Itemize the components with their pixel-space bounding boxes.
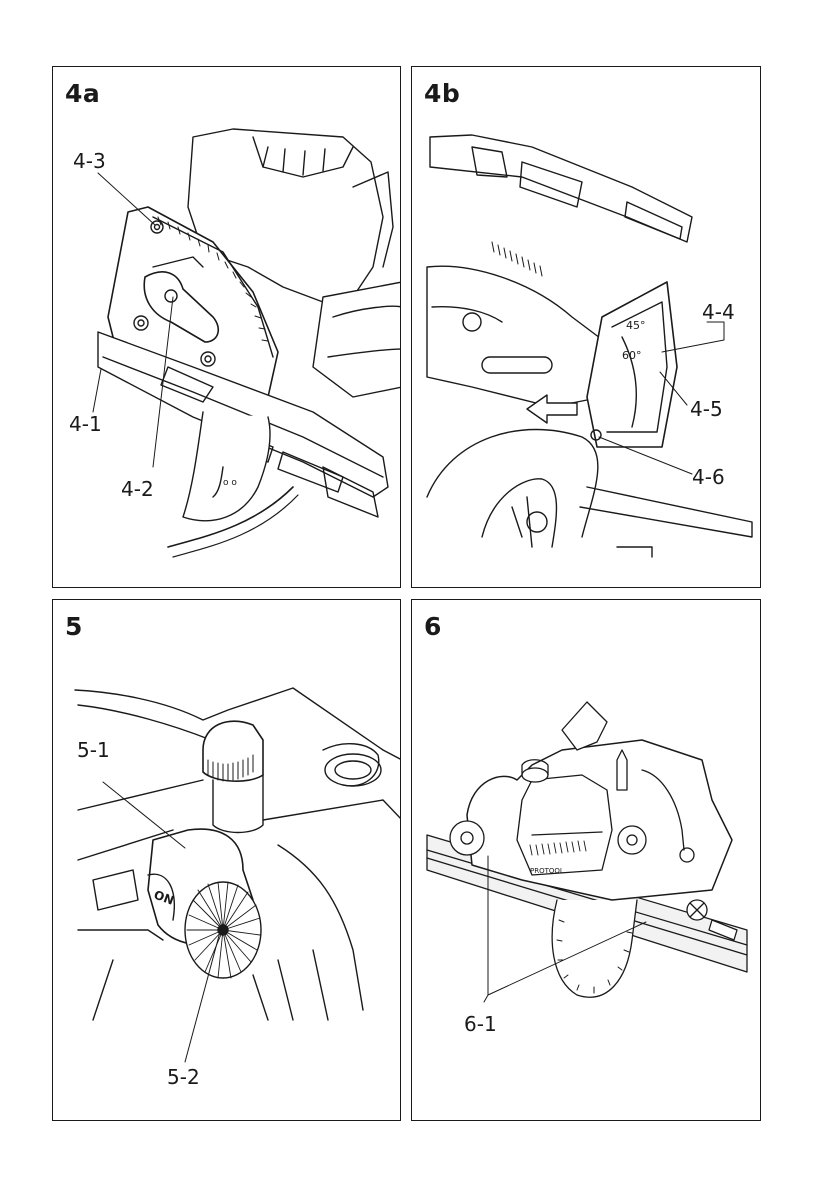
figure-6-panel: 6 PROTOOL 6-1 [411, 599, 761, 1121]
figure-6-drawing: PROTOOL [412, 600, 761, 1121]
callout-4-2: 4-2 [121, 477, 154, 501]
figure-5-drawing: ON [53, 600, 401, 1121]
figure-4b-drawing: 45° 60° [412, 67, 761, 588]
callout-6-1: 6-1 [464, 1012, 497, 1036]
mark-45: 45° [626, 319, 646, 332]
figure-4b-panel: 4b 45° 60° 4-4 [411, 66, 761, 588]
figure-5-panel: 5 ON 5-1 5-2 [52, 599, 401, 1121]
callout-5-2: 5-2 [167, 1065, 200, 1089]
callout-4-3: 4-3 [73, 149, 106, 173]
brand-mark: PROTOOL [530, 867, 564, 875]
callout-5-1: 5-1 [77, 738, 110, 762]
figure-4a-panel: 4a o o [52, 66, 401, 588]
figure-4a-drawing: o o [53, 67, 401, 588]
callout-4-5: 4-5 [690, 397, 723, 421]
callout-4-6: 4-6 [692, 465, 725, 489]
callout-4-4: 4-4 [702, 300, 735, 324]
callout-4-1: 4-1 [69, 412, 102, 436]
svg-text:o o: o o [223, 478, 237, 488]
mark-60: 60° [622, 349, 642, 362]
